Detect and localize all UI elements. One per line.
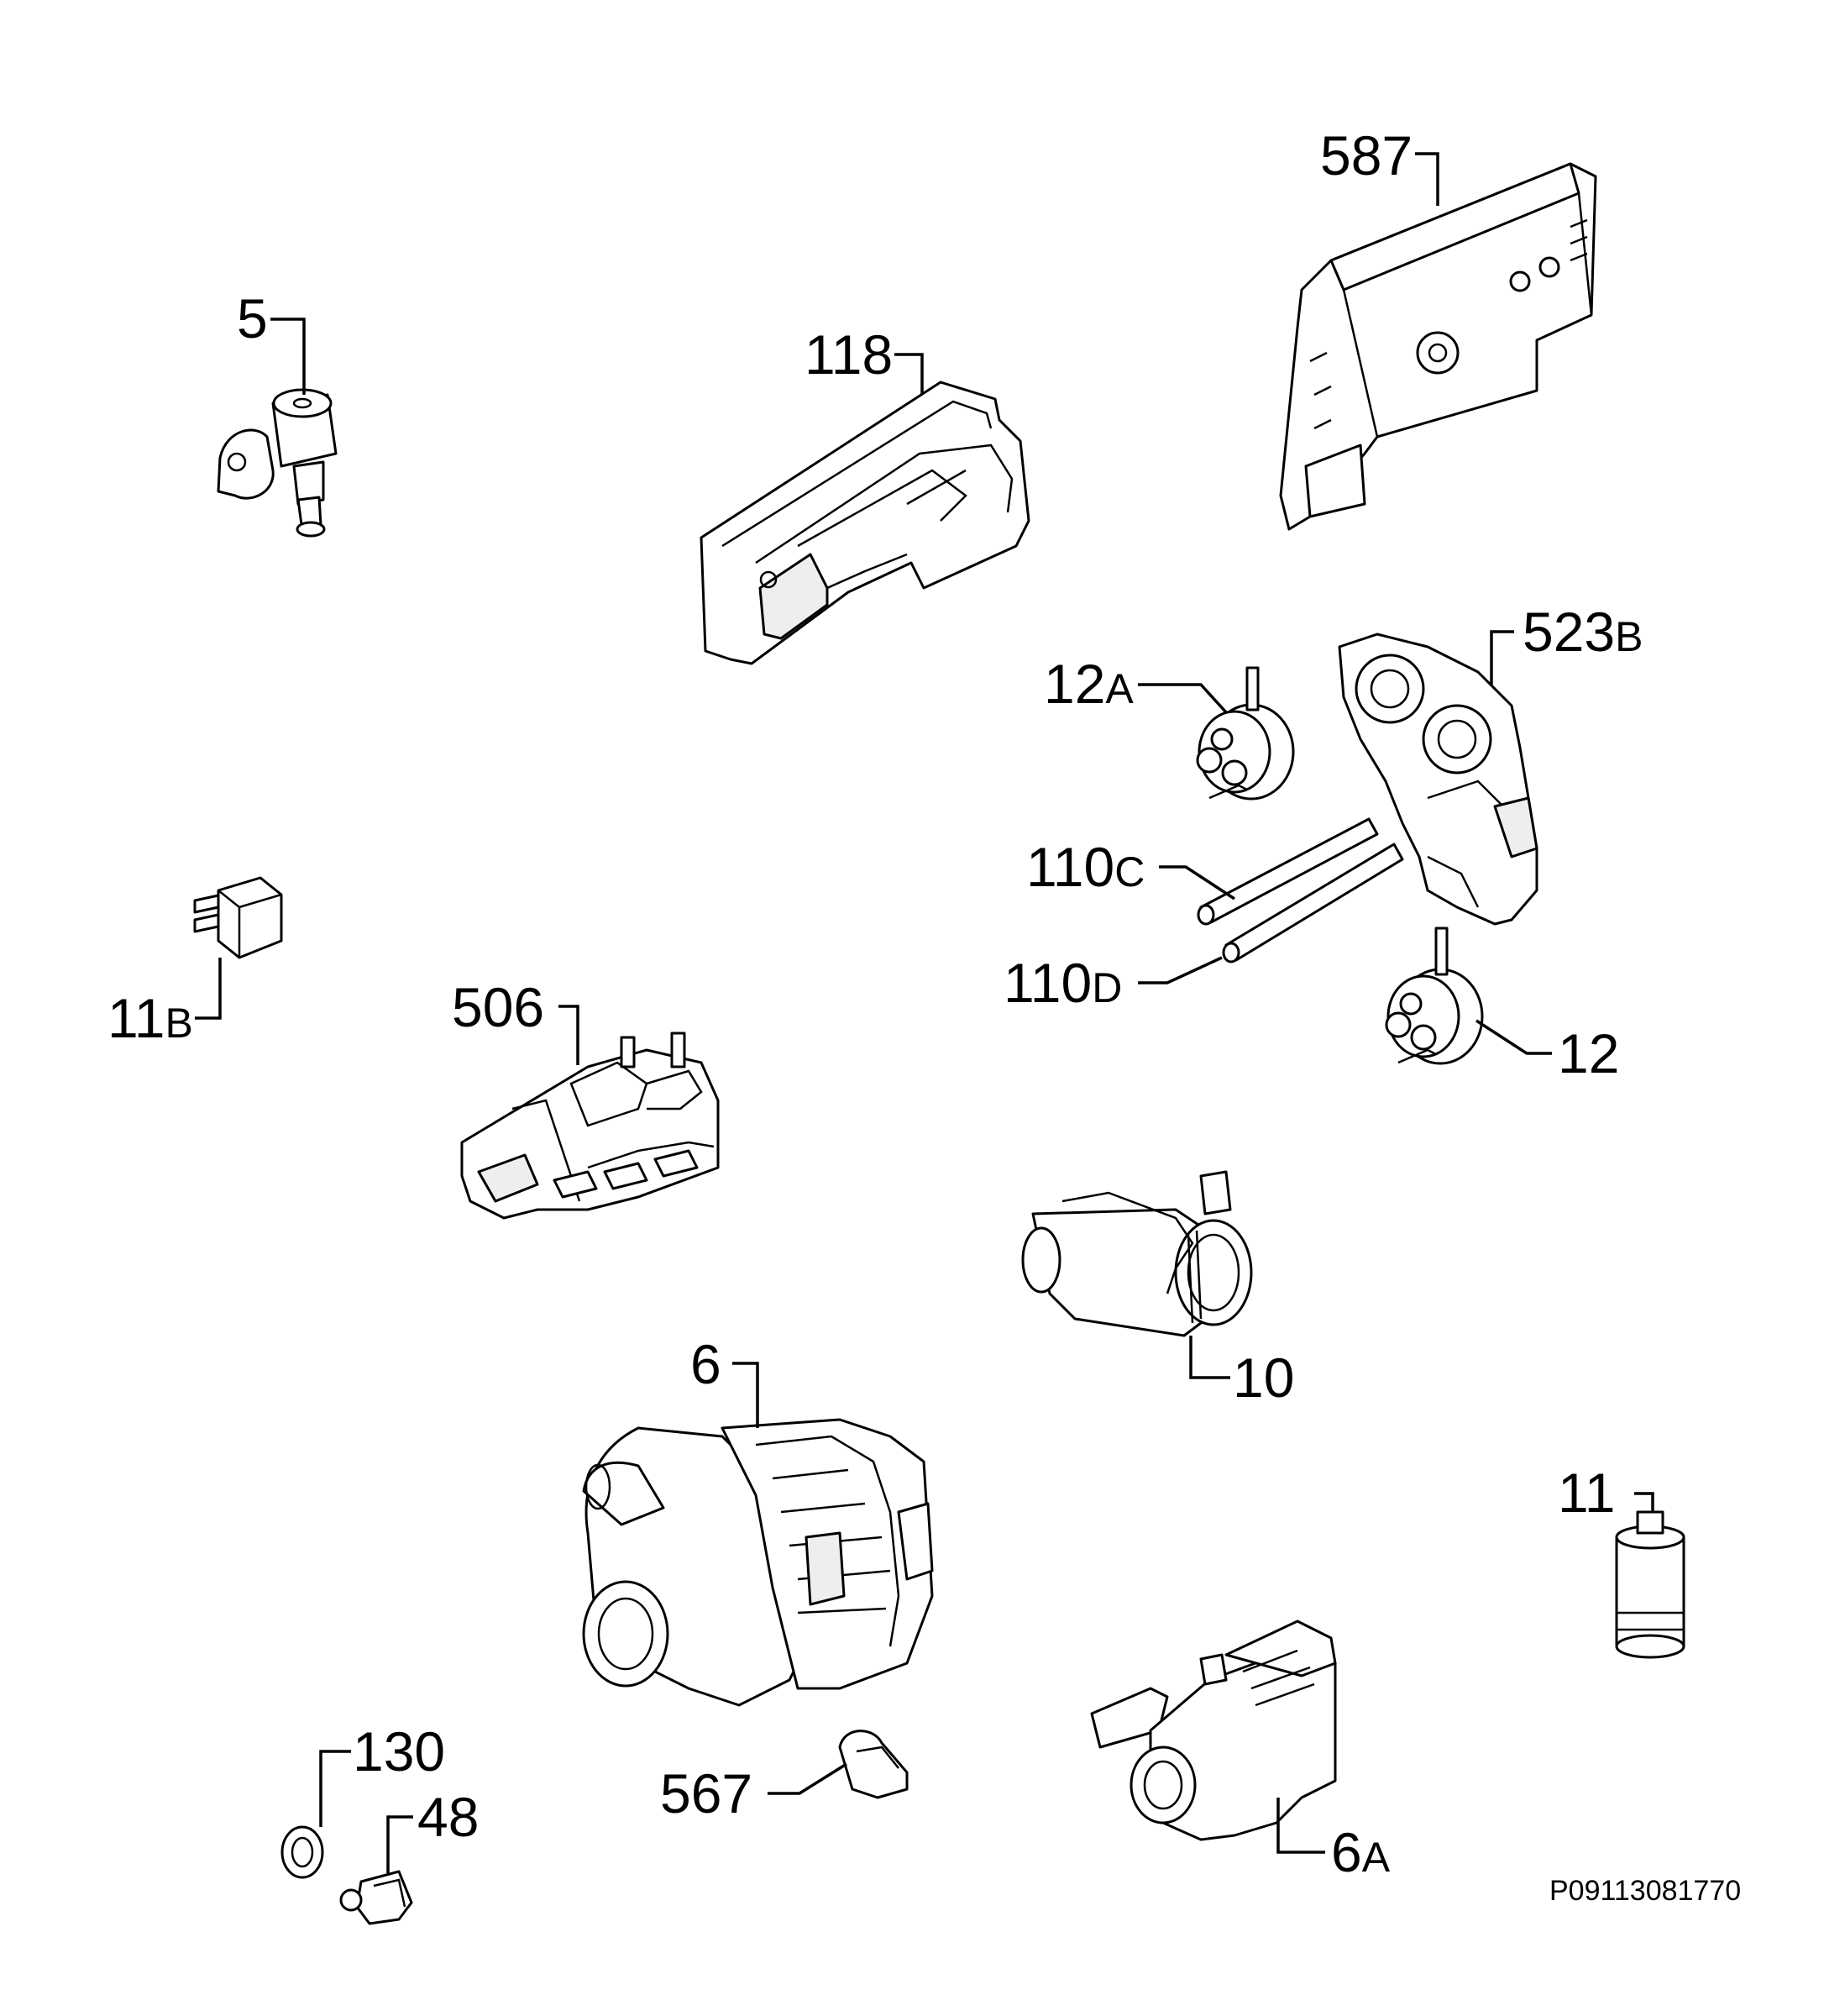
part-label-11b: 11B	[107, 987, 193, 1049]
leader-130	[319, 1750, 351, 1827]
part-587-drawing	[1279, 162, 1597, 531]
part-label-12a: 12A	[1044, 653, 1134, 715]
leader-48	[386, 1815, 413, 1873]
leader-523b	[1490, 630, 1514, 685]
part-11-drawing	[1615, 1510, 1685, 1659]
part-10-drawing	[1021, 1170, 1253, 1337]
leader-11b	[195, 958, 222, 1020]
part-48-drawing	[339, 1870, 413, 1925]
drawing-reference-code: P09113081770	[1549, 1875, 1741, 1907]
part-label-5: 5	[237, 287, 268, 349]
leader-587	[1415, 152, 1439, 206]
leader-5	[270, 318, 306, 395]
leader-6a	[1276, 1798, 1325, 1854]
part-label-506: 506	[452, 976, 544, 1038]
part-label-110c: 110C	[1026, 836, 1145, 898]
part-118-drawing	[700, 381, 1030, 665]
part-labels: 5 118 587 12A 523B 110C 110D 12 11B 506 …	[107, 124, 1643, 1883]
part-label-48: 48	[417, 1786, 479, 1848]
leader-506	[558, 1005, 579, 1065]
leader-6	[732, 1362, 759, 1428]
part-label-118: 118	[805, 323, 893, 386]
part-label-130: 130	[353, 1720, 445, 1782]
part-5-drawing	[217, 388, 338, 538]
part-label-6: 6	[690, 1333, 721, 1395]
part-6-drawing	[582, 1418, 934, 1707]
leader-10	[1189, 1336, 1230, 1379]
part-567-drawing	[838, 1730, 909, 1799]
leader-lines	[195, 152, 1654, 1873]
part-label-6a: 6A	[1331, 1821, 1391, 1883]
part-label-12: 12	[1558, 1022, 1619, 1084]
part-label-110d: 110D	[1004, 952, 1122, 1014]
leader-12a	[1138, 683, 1228, 714]
leader-567	[768, 1762, 847, 1795]
part-12a-drawing	[1196, 666, 1295, 801]
leader-110d	[1138, 956, 1223, 984]
part-110d-drawing	[1222, 843, 1404, 963]
leader-11	[1634, 1492, 1654, 1512]
part-label-587: 587	[1320, 124, 1413, 186]
leader-118	[894, 353, 924, 395]
part-label-11: 11	[1558, 1462, 1616, 1524]
leader-12	[1475, 1019, 1552, 1055]
part-12-drawing	[1385, 927, 1484, 1065]
part-523b-drawing	[1338, 633, 1538, 926]
part-label-567: 567	[660, 1762, 752, 1824]
part-label-10: 10	[1233, 1347, 1294, 1409]
part-506-drawing	[460, 1032, 720, 1220]
part-6a-drawing	[1090, 1620, 1337, 1841]
part-label-523b: 523B	[1523, 601, 1643, 663]
part-110c-drawing	[1197, 817, 1379, 926]
part-11b-drawing	[193, 876, 283, 959]
leader-110c	[1159, 865, 1235, 900]
part-130-drawing	[280, 1825, 324, 1879]
